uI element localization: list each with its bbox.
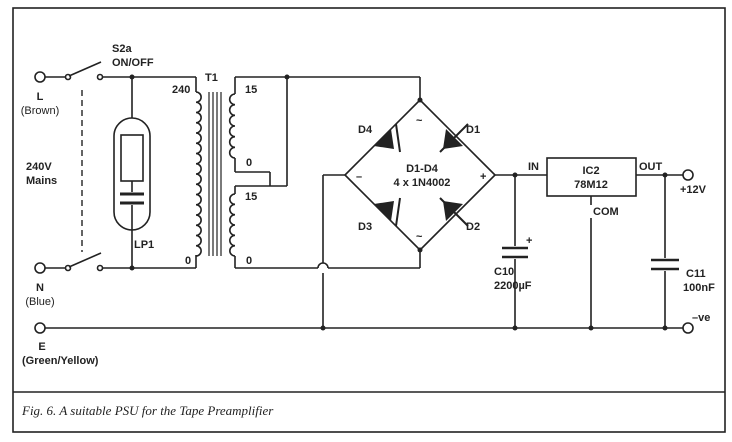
diode-d4 [374,123,401,153]
diode-d2 [439,197,469,227]
lamp-label: LP1 [134,239,154,251]
sec2-tap-0: 0 [246,255,252,267]
output-negative-terminal [682,322,694,334]
output-wiring [636,172,683,331]
d3-label: D3 [358,221,372,233]
primary-tap-240: 240 [172,84,190,96]
d4-label: D4 [358,124,373,136]
t1-label: T1 [205,72,218,84]
earth-colour: (Green/Yellow) [22,355,99,367]
output-positive-label: +12V [680,184,707,196]
bridge-ac-bottom: ~ [416,231,423,243]
positive-wiring [495,172,547,246]
sec2-tap-15: 15 [245,191,257,203]
c10-polarity: + [526,235,532,247]
live-terminal [34,61,132,83]
ic2-out-label: OUT [639,161,663,173]
transformer-t1 [195,91,236,257]
c10-value: 2200µF [494,280,532,292]
sec1-tap-0: 0 [246,157,252,169]
c11-ref: C11 [686,268,706,280]
d2-label: D2 [466,221,480,233]
bridge-range-label: D1-D4 [406,163,439,175]
primary-winding [195,91,202,257]
bridge-minus: – [356,171,362,183]
live-colour: (Brown) [21,105,60,117]
neutral-label: N [36,282,44,294]
bridge-rectifier [344,97,496,253]
c10-ref: C10 [494,266,514,278]
ic2-com-label: COM [593,206,619,218]
primary-tap-0: 0 [185,255,191,267]
secondary-wiring [234,74,421,269]
ic2-part: 78M12 [574,179,608,191]
figure-caption: Fig. 6. A suitable PSU for the Tape Prea… [21,403,274,418]
wire-crossover [317,262,329,269]
bridge-part-label: 4 x 1N4002 [394,177,451,189]
sec1-tap-15: 15 [245,84,257,96]
output-negative-label: –ve [692,312,710,324]
neutral-colour: (Blue) [25,296,54,308]
live-label: L [37,91,44,103]
neutral-terminal [34,252,132,274]
capacitor-c10 [502,246,528,331]
bridge-ac-top: ~ [416,115,423,127]
d1-label: D1 [466,124,480,136]
secondary-winding-2 [229,193,236,257]
earth-label: E [38,341,45,353]
negative-wiring [320,174,345,331]
figure-border [12,7,726,433]
switch-s2a-top-blade [68,61,102,77]
output-positive-terminal [682,169,694,181]
bridge-plus: + [480,171,486,183]
switch-label: S2a [112,43,132,55]
mains-voltage-label: 240V [26,161,52,173]
ic2-ref: IC2 [582,165,599,177]
c11-value: 100nF [683,282,715,294]
diode-d1 [439,123,469,153]
mains-label: Mains [26,175,57,187]
primary-coil-turns [195,91,202,257]
ic2-in-label: IN [528,161,539,173]
earth-terminal [34,322,46,334]
switch-s2a-bottom-blade [68,252,102,268]
secondary-winding-1 [228,93,236,159]
sec2-coil-turns [229,193,236,257]
switch-sub-label: ON/OFF [112,57,154,69]
diode-d3 [374,197,401,227]
sec1-coil-turns [228,93,236,159]
